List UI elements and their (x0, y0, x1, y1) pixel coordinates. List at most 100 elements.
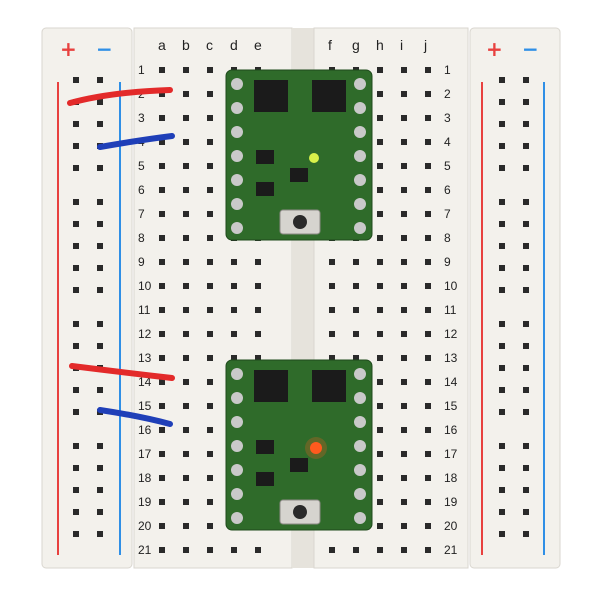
hole (207, 91, 213, 97)
pin-pad (231, 126, 243, 138)
row-label: 16 (138, 423, 152, 437)
column-label: c (206, 37, 213, 53)
hole (425, 547, 431, 553)
hole (73, 487, 79, 493)
hole (401, 67, 407, 73)
hole (401, 115, 407, 121)
hole (183, 307, 189, 313)
pin-pad (354, 392, 366, 404)
pin-pad (354, 416, 366, 428)
hole (401, 523, 407, 529)
pin-pad (354, 150, 366, 162)
hole (377, 499, 383, 505)
hole (329, 307, 335, 313)
row-label: 11 (138, 303, 151, 317)
hole (183, 115, 189, 121)
hole (499, 443, 505, 449)
hole (207, 67, 213, 73)
hole (159, 379, 165, 385)
hole (207, 163, 213, 169)
hole (73, 531, 79, 537)
hole (499, 487, 505, 493)
hole (231, 259, 237, 265)
row-label: 7 (444, 207, 451, 221)
top-module (225, 69, 373, 241)
hole (377, 259, 383, 265)
hole (183, 67, 189, 73)
hole (523, 77, 529, 83)
hole (73, 409, 79, 415)
hole (425, 307, 431, 313)
hole (231, 547, 237, 553)
hole (377, 283, 383, 289)
hole (73, 121, 79, 127)
hole (377, 139, 383, 145)
hole (159, 67, 165, 73)
hole (183, 259, 189, 265)
hole (159, 307, 165, 313)
row-label: 21 (138, 543, 152, 557)
hole (401, 259, 407, 265)
hole (207, 403, 213, 409)
hole (523, 343, 529, 349)
hole (377, 91, 383, 97)
hole (207, 139, 213, 145)
hole (377, 163, 383, 169)
hole (377, 67, 383, 73)
hole (377, 355, 383, 361)
column-label: j (423, 37, 427, 53)
hole (97, 287, 103, 293)
hole (353, 307, 359, 313)
pcb (225, 69, 373, 241)
right-rail-plus: + (486, 37, 503, 61)
hole (499, 99, 505, 105)
hole (73, 387, 79, 393)
hole (207, 379, 213, 385)
hole (401, 283, 407, 289)
hole (523, 321, 529, 327)
chip (256, 150, 274, 164)
hole (377, 307, 383, 313)
hole (159, 547, 165, 553)
pin-pad (354, 102, 366, 114)
row-label: 20 (444, 519, 458, 533)
row-label: 9 (444, 255, 451, 269)
left-rail-plus: + (60, 37, 77, 61)
hole (255, 331, 261, 337)
pin-pad (231, 174, 243, 186)
row-label: 13 (138, 351, 152, 365)
hole (183, 379, 189, 385)
hole (523, 265, 529, 271)
row-label: 7 (138, 207, 145, 221)
hole (207, 355, 213, 361)
chip (256, 472, 274, 486)
column-label: e (254, 37, 262, 53)
hole (183, 475, 189, 481)
hole (183, 139, 189, 145)
pin-pads-right (354, 368, 366, 524)
chip (256, 440, 274, 454)
row-label: 5 (444, 159, 451, 173)
pin-pads-right (354, 78, 366, 234)
hole (401, 91, 407, 97)
left-rail-minus: − (96, 37, 113, 61)
hole (207, 523, 213, 529)
hole (523, 243, 529, 249)
hole (183, 523, 189, 529)
hole (425, 499, 431, 505)
hole (73, 265, 79, 271)
row-label: 12 (444, 327, 458, 341)
button-cap (293, 215, 307, 229)
hole (97, 487, 103, 493)
row-label: 10 (444, 279, 458, 293)
row-label: 8 (444, 231, 451, 245)
hole (231, 355, 237, 361)
hole (523, 287, 529, 293)
hole (207, 283, 213, 289)
hole (207, 475, 213, 481)
pin-pad (354, 440, 366, 452)
pin-pad (354, 222, 366, 234)
hole (159, 499, 165, 505)
row-label: 14 (138, 375, 152, 389)
